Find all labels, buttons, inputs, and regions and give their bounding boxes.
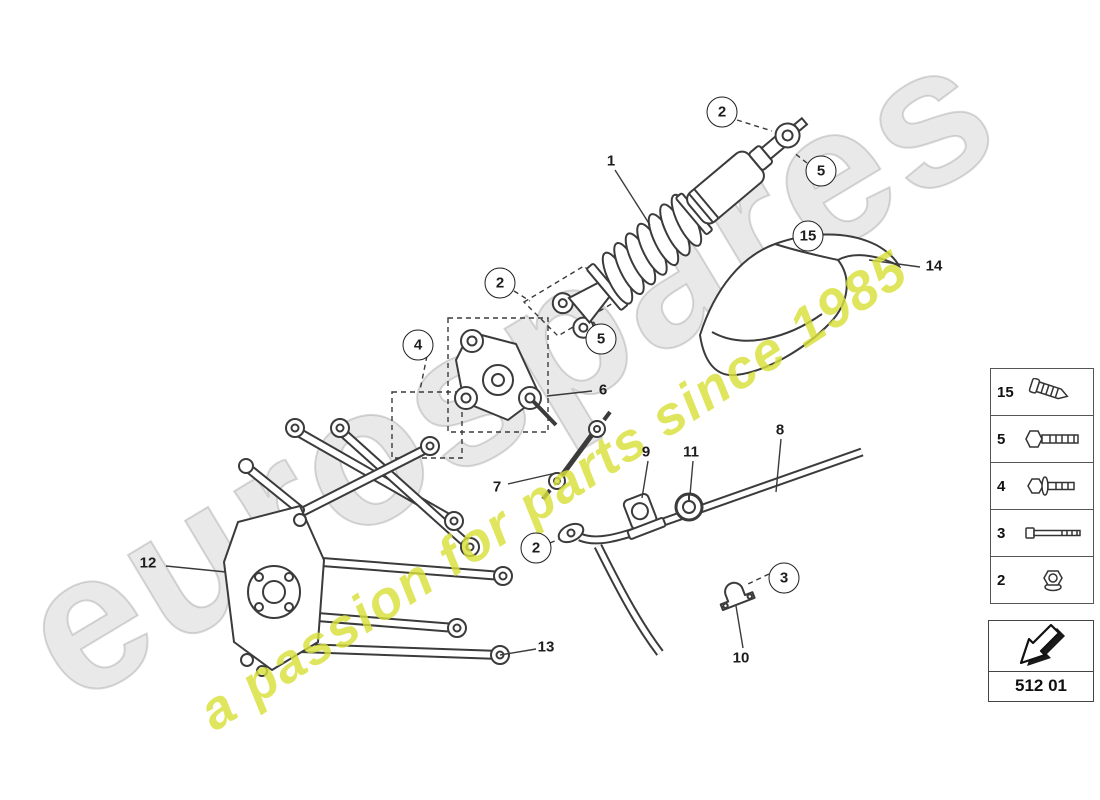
- wheel-knuckle: [223, 505, 325, 677]
- callout-10[interactable]: 10: [732, 649, 750, 667]
- callout-12[interactable]: 12: [139, 554, 157, 572]
- long-bolt-icon: [1021, 519, 1087, 547]
- diagram-code-label: 512 01: [1015, 676, 1067, 695]
- anti-roll-bar: [557, 447, 864, 656]
- direction-arrow-icon: [989, 621, 1093, 672]
- legend-item-15[interactable]: 15: [991, 369, 1093, 416]
- bar-bushing: [674, 492, 704, 522]
- bar-clamp-front: [622, 492, 667, 540]
- legend-item-4[interactable]: 4: [991, 463, 1093, 510]
- legend-item-number: 2: [997, 571, 1006, 589]
- callout-15[interactable]: 15: [792, 220, 824, 252]
- screw-icon: [1021, 378, 1087, 406]
- callout-13[interactable]: 13: [537, 638, 555, 656]
- shock-absorber: [551, 116, 809, 339]
- legend-item-number: 5: [997, 430, 1006, 448]
- flange-bolt-icon: [1021, 472, 1087, 500]
- hex-nut-icon: [1021, 566, 1087, 594]
- callout-9[interactable]: 9: [641, 443, 651, 461]
- bar-clamp-rear: [719, 581, 756, 612]
- callout-1[interactable]: 1: [606, 152, 616, 170]
- callout-8[interactable]: 8: [775, 421, 785, 439]
- callout-3[interactable]: 3: [768, 562, 800, 594]
- callout-14[interactable]: 14: [925, 257, 943, 275]
- callout-2-mid[interactable]: 2: [484, 267, 516, 299]
- legend-item-3[interactable]: 3: [991, 510, 1093, 557]
- legend-item-5[interactable]: 5: [991, 416, 1093, 463]
- hex-bolt-icon: [1021, 425, 1087, 453]
- callout-4[interactable]: 4: [402, 329, 434, 361]
- callout-7[interactable]: 7: [492, 478, 502, 496]
- legend-item-number: 15: [997, 383, 1014, 401]
- legend-item-number: 4: [997, 477, 1006, 495]
- callout-5-top[interactable]: 5: [805, 155, 837, 187]
- callout-6[interactable]: 6: [598, 381, 608, 399]
- suspension-arms: [238, 418, 513, 665]
- callout-11[interactable]: 11: [683, 443, 699, 461]
- leader-lines: [165, 169, 921, 656]
- legend-item-2[interactable]: 2: [991, 557, 1093, 604]
- heat-shield: [698, 233, 902, 377]
- callout-2-low[interactable]: 2: [520, 532, 552, 564]
- mount-bracket: [454, 329, 558, 427]
- drop-link: [541, 410, 612, 501]
- callout-5-mid[interactable]: 5: [585, 323, 617, 355]
- diagram-code-box[interactable]: 512 01: [988, 620, 1094, 702]
- callout-2-top[interactable]: 2: [706, 96, 738, 128]
- legend-item-number: 3: [997, 524, 1006, 542]
- fastener-legend: 15 5: [990, 368, 1094, 604]
